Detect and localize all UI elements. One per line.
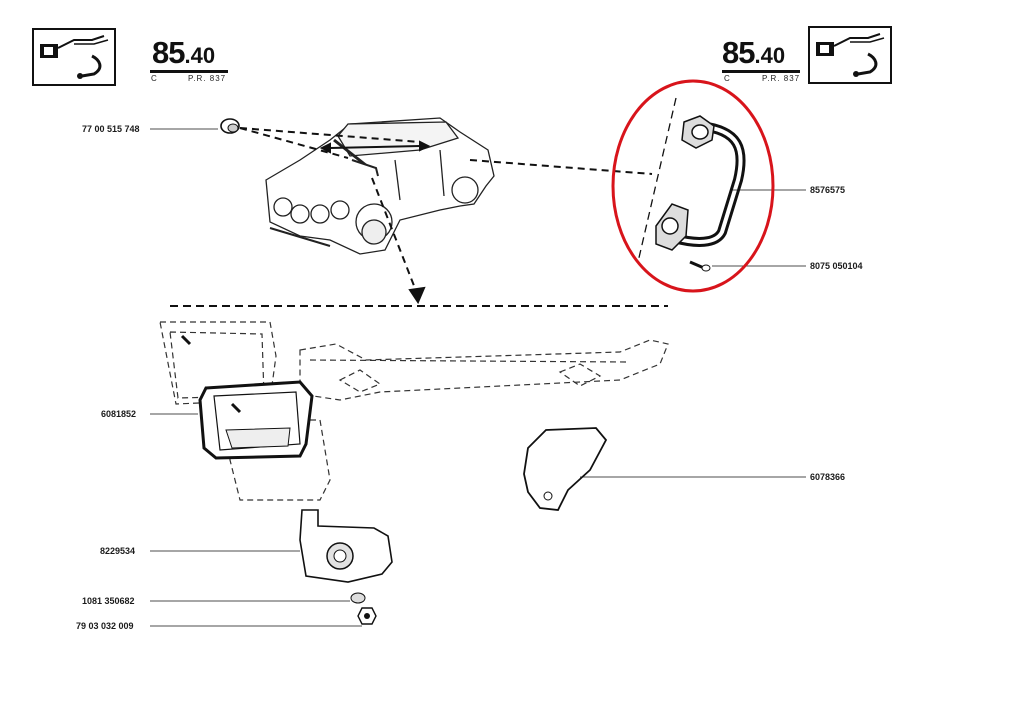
page-number-major: 85 — [152, 35, 185, 70]
sub-ref-left-pr: P.R. 837 — [188, 74, 227, 83]
callout-6081852: 6081852 — [101, 409, 137, 419]
screw-part — [689, 260, 806, 272]
cover-part — [523, 427, 806, 511]
sub-ref-right-pr: P.R. 837 — [762, 74, 801, 83]
nut-part — [150, 607, 377, 627]
callout-79-03-032-009: 79 03 032 009 — [76, 621, 134, 631]
page-number-minor: .40 — [184, 43, 216, 68]
glovebox-liner-part — [150, 334, 314, 460]
callout-8576575: 8576575 — [810, 185, 846, 195]
washer-part — [150, 592, 366, 604]
callout-8229534: 8229534 — [100, 546, 136, 556]
page-number-rule-left — [150, 70, 228, 73]
callout-77-00-515-748: 77 00 515 748 — [82, 124, 140, 134]
section-thumbnail-left — [32, 28, 116, 86]
dashed-leaders — [239, 127, 653, 297]
plug-part — [150, 118, 240, 134]
highlight-ellipse — [611, 79, 775, 293]
sub-ref-right-c: C — [724, 74, 731, 83]
page-number-rule-right — [722, 70, 800, 73]
handle-thumbnail-icon — [40, 35, 109, 79]
callout-8075-050104: 8075 050104 — [810, 261, 863, 271]
page-number-right: 85.40 — [722, 35, 785, 71]
callout-6078366: 6078366 — [810, 472, 846, 482]
page-number-minor: .40 — [754, 43, 786, 68]
sub-ref-left-c: C — [151, 74, 158, 83]
callout-1081-350682: 1081 350682 — [82, 596, 135, 606]
grab-handle-part — [637, 97, 806, 263]
handle-thumbnail-icon — [816, 33, 885, 77]
page-number-major: 85 — [722, 35, 755, 70]
car-illustration — [265, 117, 495, 255]
section-thumbnail-right — [808, 26, 892, 84]
lock-part — [150, 509, 393, 583]
arrows — [319, 140, 431, 305]
page-number-left: 85.40 — [152, 35, 215, 71]
